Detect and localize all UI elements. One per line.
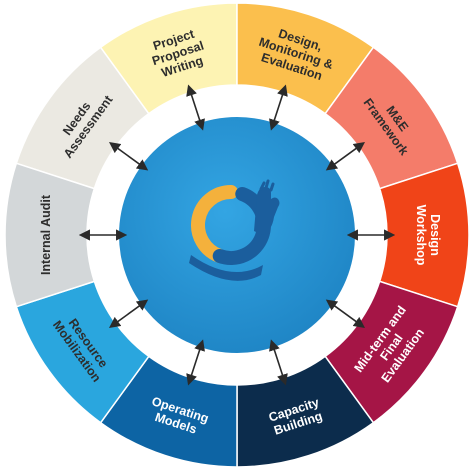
- arrow-resource-mobilization: [108, 299, 149, 329]
- segment-label-line: Design: [428, 214, 442, 256]
- arrow-needs-assessment: [108, 141, 149, 171]
- arrow-design-monitoring-evaluation: [269, 84, 288, 131]
- circular-hand-logo-icon: [189, 179, 280, 281]
- arrow-operating-models: [186, 339, 205, 386]
- segment-label-line: Internal Audit: [39, 194, 53, 275]
- arrow-me-framework: [325, 141, 366, 171]
- central-hub: [119, 117, 355, 353]
- arrow-capacity-building: [269, 339, 288, 386]
- arrow-project-proposal-writing: [186, 84, 205, 131]
- arrow-midterm-final-evaluation: [325, 299, 366, 329]
- label-internal-audit: Internal Audit: [39, 194, 53, 275]
- segment-label-line: Workshop: [414, 205, 428, 266]
